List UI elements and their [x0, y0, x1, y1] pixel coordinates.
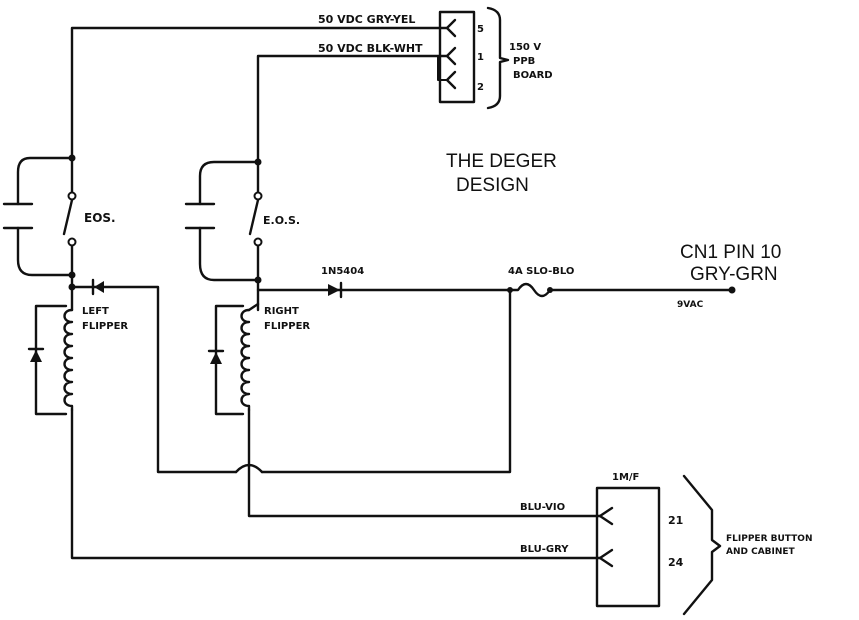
group-label-1: FLIPPER BUTTON — [726, 534, 812, 544]
left-coil-diode — [27, 347, 45, 362]
input-label-2: GRY-GRN — [690, 264, 778, 285]
wire-label-blu-gry: BLU-GRY — [520, 544, 569, 555]
wire-blu-vio — [247, 408, 602, 518]
left-eos-label: EOS. — [84, 211, 116, 225]
label-blk-wht: 50 VDC BLK-WHT — [318, 42, 423, 55]
left-cap-loop — [16, 156, 74, 277]
junction-dots — [68, 154, 736, 294]
board-label-3: BOARD — [513, 70, 553, 81]
cabinet-header: 1M/F — [612, 472, 639, 483]
wire-blu-gry — [70, 408, 602, 560]
right-cap-loop — [198, 160, 260, 282]
left-series-diode — [91, 278, 104, 296]
pin-1: 1 — [477, 52, 484, 63]
right-coil-label-2: FLIPPER — [264, 321, 310, 332]
wiring — [16, 26, 734, 560]
left-diode-line — [70, 285, 238, 474]
return-line — [260, 288, 512, 474]
right-coil-diode — [207, 349, 225, 364]
wire-gry-yel — [70, 26, 449, 160]
right-coil — [214, 302, 260, 416]
wire-label-blu-vio: BLU-VIO — [520, 502, 565, 513]
title-line-2: DESIGN — [456, 175, 529, 196]
right-coil-label-1: RIGHT — [264, 306, 299, 317]
board-label-2: PPB — [513, 56, 535, 67]
wire-blk-wht — [256, 54, 449, 164]
left-coil-label-1: LEFT — [82, 306, 109, 317]
labels: 50 VDC GRY-YEL 50 VDC BLK-WHT 5 1 2 150 … — [82, 13, 812, 569]
pin-24: 24 — [668, 556, 684, 569]
fuse-label: 4A SLO-BLO — [508, 266, 574, 277]
right-capacitor — [184, 202, 216, 230]
input-label-1: CN1 PIN 10 — [680, 242, 781, 263]
left-coil — [34, 304, 74, 416]
pin-2: 2 — [477, 82, 484, 93]
fuse-symbol — [508, 282, 552, 298]
1n5404-diode — [328, 281, 343, 299]
title-line-1: THE DEGER — [446, 151, 557, 172]
pin-21: 21 — [668, 514, 683, 527]
pin-5: 5 — [477, 24, 484, 35]
diode-label: 1N5404 — [321, 266, 364, 277]
supply-connector — [438, 6, 510, 110]
input-voltage: 9VAC — [677, 300, 704, 310]
board-label-1: 150 V — [509, 42, 541, 53]
group-label-2: AND CABINET — [726, 547, 796, 557]
cabinet-connector — [595, 474, 722, 616]
right-eos-switch — [248, 191, 263, 247]
connector-jumper — [437, 55, 448, 81]
left-coil-label-2: FLIPPER — [82, 321, 128, 332]
left-capacitor — [2, 202, 34, 230]
right-eos-label: E.O.S. — [263, 214, 300, 227]
label-gry-yel: 50 VDC GRY-YEL — [318, 13, 415, 26]
left-eos-switch — [62, 191, 77, 247]
